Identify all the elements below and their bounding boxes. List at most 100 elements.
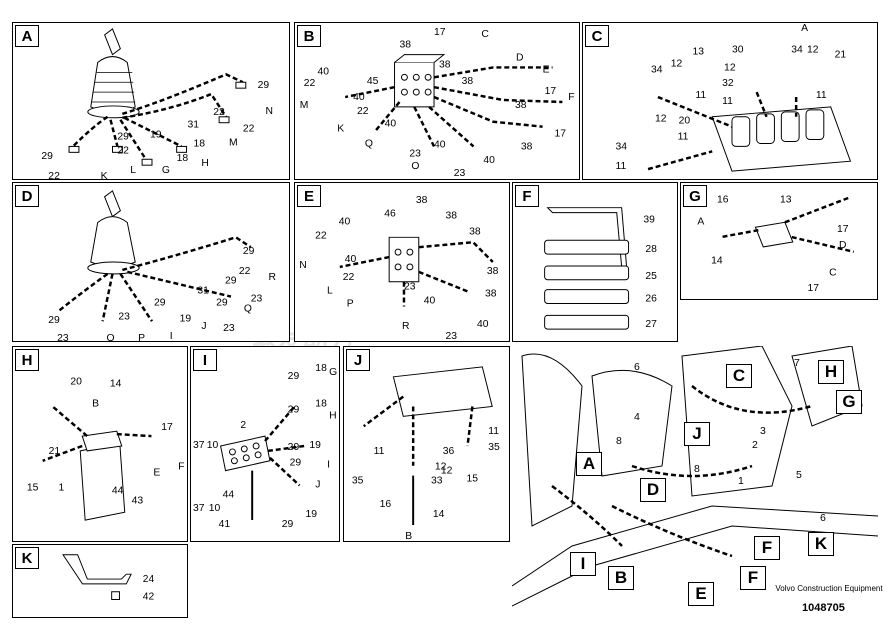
panel-letter: I — [193, 349, 217, 371]
part-label: 23 — [251, 294, 263, 305]
part-label: 18 — [177, 153, 189, 164]
part-label: 33 — [431, 476, 443, 487]
panel-letter: D — [15, 185, 39, 207]
panel-c: C A 30 13 34 12 34 12 21 12 32 11 11 11 … — [582, 22, 878, 180]
part-label: 12 — [655, 114, 667, 125]
part-label: 16 — [380, 499, 392, 510]
part-label: 29 — [288, 371, 300, 382]
part-label: R — [402, 321, 409, 332]
part-label: 41 — [219, 519, 231, 530]
callout-k: K — [808, 532, 834, 556]
part-label: 38 — [445, 211, 457, 222]
part-label: 15 — [27, 482, 39, 493]
valve-block-drawing: 17 C 38 38 D 40 45 38 E 22 M 40 17 F 38 … — [300, 27, 575, 179]
part-label: 11 — [695, 90, 706, 101]
part-label: 11 — [678, 132, 689, 143]
part-label: 22 — [239, 266, 251, 277]
part-label: 32 — [722, 78, 734, 89]
part-label: 22 — [357, 106, 369, 117]
part-label: P — [138, 333, 145, 341]
joystick-drawing: 29 R 22 31 29 23 29 Q 29 23 23 19 29 O P… — [48, 190, 276, 341]
part-label: C — [829, 267, 837, 278]
part-label: 10 — [207, 440, 219, 451]
part-label: 40 — [353, 92, 365, 103]
part-label: 23 — [445, 331, 457, 341]
clamp-drawing: 39 28 25 26 27 — [544, 207, 657, 330]
callout-h: H — [818, 360, 844, 384]
valve-bank-drawing: A 30 13 34 12 34 12 21 12 32 11 11 11 12… — [615, 23, 852, 172]
panel-letter: G — [683, 185, 707, 207]
document-number: 1048705 — [802, 602, 845, 614]
part-label: M — [300, 100, 309, 111]
panel-e: E 38 46 38 40 22 38 N 38 40 22 L 23 P 40… — [294, 182, 510, 342]
panel-letter: H — [15, 349, 39, 371]
part-label: 17 — [554, 129, 566, 140]
part-label: 38 — [439, 59, 451, 70]
part-label: 21 — [835, 50, 847, 61]
part-label: 35 — [488, 442, 500, 453]
part-label: B — [405, 531, 412, 541]
panel-b: B 17 C 38 38 D 40 45 38 E 22 M 40 17 F 3… — [294, 22, 580, 180]
callout-b: B — [608, 566, 634, 590]
panel-f: F 39 28 25 26 27 — [512, 182, 678, 342]
part-label: 38 — [469, 226, 481, 237]
part-label: 29 — [225, 276, 237, 287]
part-label: 18 — [315, 363, 327, 374]
part-label: 40 — [385, 119, 397, 130]
part-label: 23 — [223, 323, 235, 334]
part-label: 11 — [488, 426, 499, 437]
part-label: 13 — [692, 47, 704, 58]
part-label: 30 — [732, 45, 744, 56]
part-label: 22 — [117, 145, 129, 156]
main-view: 6 7 4 8 3 2 5 8 1 6 C H G J A D I B E F … — [512, 346, 883, 618]
part-label: 40 — [339, 216, 351, 227]
part-label: 40 — [483, 155, 495, 166]
part-label: 38 — [399, 40, 411, 51]
panel-letter: C — [585, 25, 609, 47]
callout-i: I — [570, 552, 596, 576]
part-label: 24 — [143, 574, 155, 585]
part-label: 13 — [780, 195, 792, 206]
part-label: 38 — [521, 141, 533, 152]
callout-a: A — [576, 452, 602, 476]
panel-j: J 11 35 36 11 35 12 33 12 16 15 14 B — [343, 346, 510, 542]
company-label: Volvo Construction Equipment — [775, 584, 883, 593]
part-label: 12 — [671, 58, 683, 69]
part-label: B — [92, 398, 99, 409]
part-label: H — [201, 158, 208, 169]
bracket-drawing: 20 14 B 17 21 F E 15 1 44 43 — [27, 377, 184, 521]
part-label: 29 — [258, 80, 270, 91]
part-label: M — [229, 137, 238, 148]
part-label: E — [543, 64, 550, 75]
part-label: 14 — [433, 509, 445, 520]
part-label: N — [266, 106, 273, 117]
part-label: Q — [244, 303, 252, 314]
part-label: 23 — [409, 148, 421, 159]
panel-letter: J — [346, 349, 370, 371]
part-label: 17 — [161, 422, 173, 433]
part-label: 12 — [441, 466, 453, 477]
part-label: 12 — [724, 62, 736, 73]
part-label: 27 — [645, 319, 657, 330]
panel-i: I 29 18 G 18 H 29 37 10 2 29 19 29 I 37 … — [190, 346, 340, 542]
part-label: 22 — [315, 230, 327, 241]
part-label: 23 — [118, 311, 130, 322]
part-label: 29 — [48, 315, 60, 326]
part-label: N — [299, 260, 306, 271]
part-label: 40 — [434, 139, 446, 150]
part-label: 43 — [132, 495, 144, 506]
callout-g: G — [836, 390, 862, 414]
part-label: 29 — [290, 458, 302, 469]
panel-letter: E — [297, 185, 321, 207]
part-label: E — [153, 468, 160, 479]
joystick-drawing: 29 N 22 31 18 M 22 29 22 19 29 18 22 K L… — [41, 28, 273, 179]
part-label: 40 — [345, 254, 357, 265]
part-label: 19 — [305, 509, 317, 520]
valve-block-drawing: 38 46 38 40 22 38 N 38 40 22 L 23 P 40 3… — [299, 195, 498, 341]
callout-f: F — [740, 566, 766, 590]
part-label: L — [130, 165, 136, 176]
part-label: 29 — [288, 442, 300, 453]
part-label: 46 — [384, 209, 396, 220]
panel-k: K 24 42 — [12, 544, 188, 618]
part-label: 19 — [180, 313, 192, 324]
